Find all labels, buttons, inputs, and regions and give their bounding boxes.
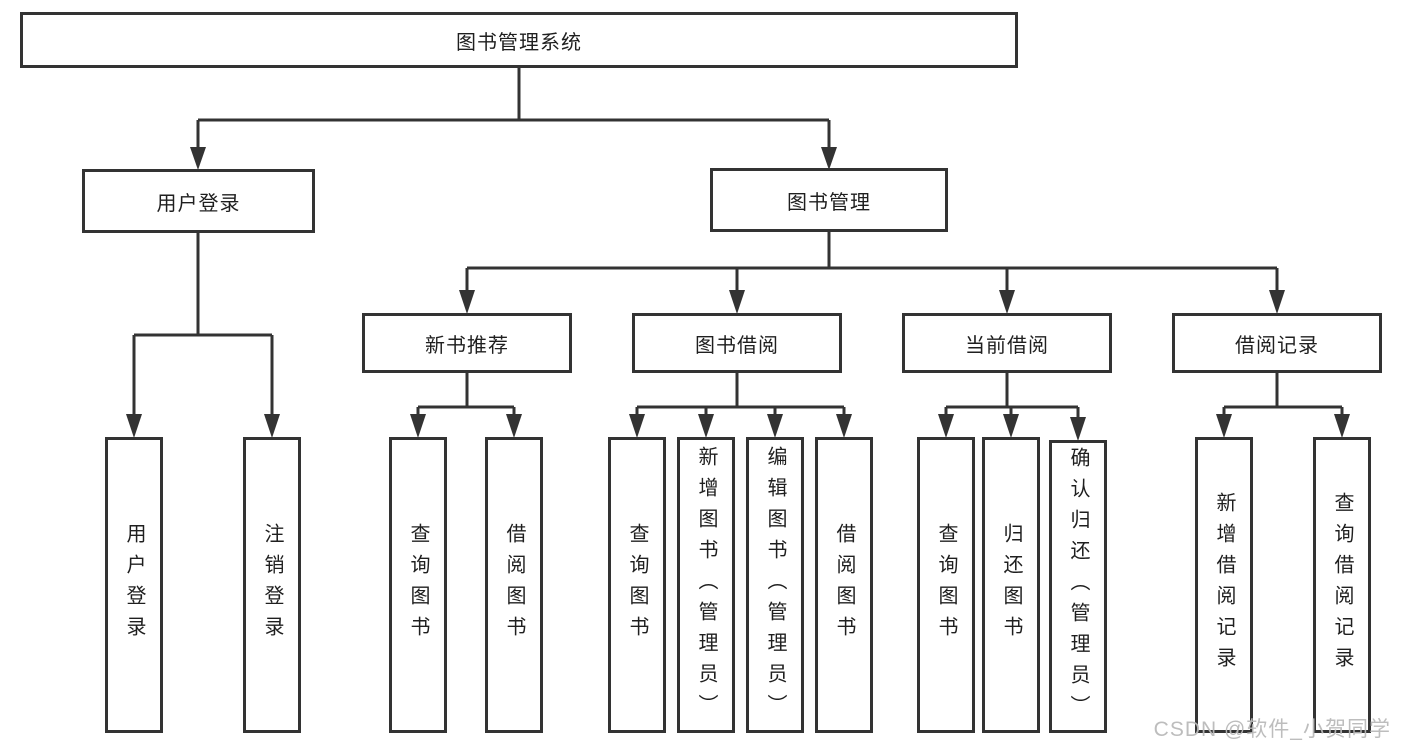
leaf-borrowing-borrow-books: 借阅图书 xyxy=(815,437,873,733)
node-label: 借阅图书 xyxy=(503,523,525,647)
node-label: 编辑图书（管理员） xyxy=(764,445,786,725)
node-library-management-system: 图书管理系统 xyxy=(20,12,1018,68)
csdn-watermark: CSDN @软件_小贺同学 xyxy=(1153,718,1391,741)
leaf-recommend-query-books: 查询图书 xyxy=(389,437,447,733)
node-label: 用户登录 xyxy=(156,192,241,215)
node-label: 借阅图书 xyxy=(833,523,855,647)
leaf-logout: 注销登录 xyxy=(243,437,301,733)
node-label: 查询图书 xyxy=(935,523,957,647)
arrowheads xyxy=(126,147,1350,441)
node-label: 新增图书（管理员） xyxy=(695,445,717,725)
leaf-user-login: 用户登录 xyxy=(105,437,163,733)
node-label: 注销登录 xyxy=(261,523,283,647)
node-new-book-recommendation: 新书推荐 xyxy=(362,313,572,373)
leaf-records-add-borrow-record: 新增借阅记录 xyxy=(1195,437,1253,733)
node-label: 图书借阅 xyxy=(695,334,779,357)
node-label: 确认归还（管理员） xyxy=(1067,447,1089,726)
node-label: 新增借阅记录 xyxy=(1213,492,1235,678)
node-label: 借阅记录 xyxy=(1235,334,1319,357)
node-book-management: 图书管理 xyxy=(710,168,948,232)
node-label: 归还图书 xyxy=(1000,523,1022,647)
leaf-borrowing-add-books-admin: 新增图书（管理员） xyxy=(677,437,735,733)
leaf-records-query-borrow-record: 查询借阅记录 xyxy=(1313,437,1371,733)
node-label: 新书推荐 xyxy=(425,334,509,357)
node-book-borrowing: 图书借阅 xyxy=(632,313,842,373)
node-label: 查询借阅记录 xyxy=(1331,492,1353,678)
leaf-current-return-books: 归还图书 xyxy=(982,437,1040,733)
node-label: 查询图书 xyxy=(407,523,429,647)
node-current-borrowing: 当前借阅 xyxy=(902,313,1112,373)
node-user-login-branch: 用户登录 xyxy=(82,169,315,233)
leaf-current-query-books: 查询图书 xyxy=(917,437,975,733)
node-label: 当前借阅 xyxy=(965,334,1049,357)
leaf-recommend-borrow-books: 借阅图书 xyxy=(485,437,543,733)
node-label: 图书管理 xyxy=(787,191,871,214)
leaf-current-confirm-return-admin: 确认归还（管理员） xyxy=(1049,440,1107,733)
leaf-borrowing-edit-books-admin: 编辑图书（管理员） xyxy=(746,437,804,733)
node-label: 查询图书 xyxy=(626,523,648,647)
node-label: 用户登录 xyxy=(123,523,145,647)
node-label: 图书管理系统 xyxy=(456,31,582,54)
leaf-borrowing-query-books: 查询图书 xyxy=(608,437,666,733)
node-borrowing-records: 借阅记录 xyxy=(1172,313,1382,373)
